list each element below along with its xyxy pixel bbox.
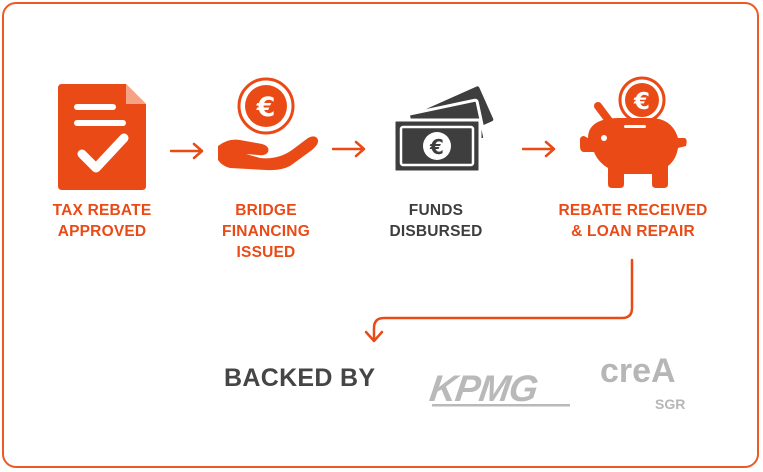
label-line: DISBURSED <box>389 223 483 240</box>
label-line: REBATE RECEIVED <box>558 202 708 219</box>
label-line: APPROVED <box>57 223 147 240</box>
arrow-right-icon <box>332 140 366 158</box>
label-line: & LOAN REPAIR <box>571 223 695 240</box>
step-label-bridge-financing: BRIDGE FINANCING ISSUED <box>196 200 336 263</box>
kpmg-underline <box>432 404 570 407</box>
card-border <box>2 2 759 468</box>
coin-euro-symbol: € <box>256 92 276 123</box>
connector-arrow-icon <box>364 258 634 343</box>
hand-euro-coin-icon: € <box>218 77 319 171</box>
label-line: ISSUED <box>236 244 296 261</box>
piggy-bank-euro-icon: € <box>580 76 687 188</box>
crea-logo-subtext: SGR <box>655 396 686 412</box>
crea-logo: creA <box>600 352 676 390</box>
euro-banknotes-icon: € <box>392 86 494 174</box>
step-label-rebate-received: REBATE RECEIVED & LOAN REPAIR <box>540 200 726 242</box>
banknote-euro-symbol: € <box>429 135 444 159</box>
label-line: TAX REBATE <box>52 202 152 219</box>
arrow-right-icon <box>170 142 204 160</box>
piggy-coin-euro-symbol: € <box>633 89 650 115</box>
step-label-funds-disbursed: FUNDS DISBURSED <box>366 200 506 242</box>
label-line: BRIDGE <box>235 202 297 219</box>
backed-by-heading: BACKED BY <box>224 364 376 392</box>
document-check-icon <box>58 84 146 190</box>
label-line: FUNDS <box>408 202 464 219</box>
arrow-right-icon <box>522 140 556 158</box>
label-line: FINANCING <box>222 223 310 240</box>
step-label-tax-rebate: TAX REBATE APPROVED <box>32 200 172 242</box>
